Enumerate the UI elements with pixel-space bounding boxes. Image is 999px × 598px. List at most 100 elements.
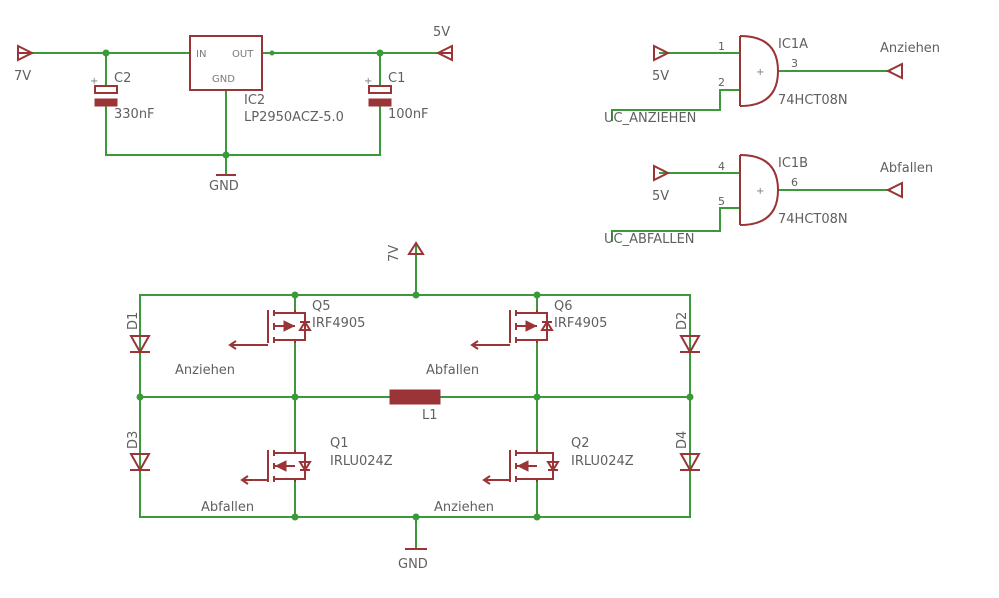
body-diode-icon [537, 452, 560, 480]
junction [269, 50, 275, 56]
gate-plus: + [756, 67, 764, 78]
gate-arrow-icon [470, 340, 486, 350]
body-diode-icon [295, 452, 312, 480]
supply-arrow-icon [17, 44, 35, 62]
svg-text:6: 6 [791, 176, 798, 189]
net-label-5v: 5V [652, 189, 669, 204]
body-diode-icon [295, 312, 312, 341]
gate-b-ref: IC1B [778, 156, 808, 171]
gate-plus: + [756, 186, 764, 197]
svg-text:D4: D4 [675, 431, 690, 449]
and-gate-ic1a: + 1 2 3 IC1A 74HCT08N 5V UC_ANZIEHEN Anz… [604, 35, 940, 126]
supply-arrow-icon [653, 164, 671, 182]
diode-d4: D4 [675, 431, 701, 473]
mosfet-q1: Q1 IRLU024Z Abfallen [201, 436, 393, 515]
net-label-anziehen: Anziehen [175, 363, 235, 378]
regulator-section: 7V 5V IN OUT GND IC2 LP2950ACZ-5.0 + C2 … [14, 25, 453, 194]
gate-arrow-icon [228, 340, 244, 350]
pin-label-out: OUT [232, 49, 254, 60]
diode-d1: D1 [126, 312, 151, 355]
junction [222, 151, 230, 159]
output-arrow-icon [885, 62, 903, 80]
regulator-part: LP2950ACZ-5.0 [244, 110, 344, 125]
supply-arrow-icon [435, 44, 453, 62]
polarity-plus: + [364, 76, 372, 87]
junction [376, 49, 384, 57]
junction [533, 291, 541, 299]
gate-arrow-icon [240, 475, 250, 485]
net-label-gnd: GND [209, 179, 239, 194]
body-diode-icon [537, 312, 554, 341]
net-label-5v: 5V [433, 25, 450, 40]
junction [291, 513, 299, 521]
junction [686, 393, 694, 401]
mosfet-q6-part: IRF4905 [554, 316, 607, 331]
net-label-7v: 7V [387, 245, 402, 262]
mosfet-icon [250, 450, 296, 482]
net-label-uc-anziehen: UC_ANZIEHEN [604, 111, 696, 126]
net-label-gnd: GND [398, 557, 428, 572]
capacitor-c1: + C1 100nF [364, 71, 429, 122]
mosfet-q1-part: IRLU024Z [330, 454, 393, 469]
capacitor-c1-ref: C1 [388, 71, 405, 86]
capacitor-c2-ref: C2 [114, 71, 131, 86]
capacitor-c2-value: 330nF [114, 107, 155, 122]
pin-label-in: IN [196, 49, 206, 60]
gate-a-ref: IC1A [778, 37, 808, 52]
polarity-plus: + [90, 76, 98, 87]
regulator-ic-body [189, 35, 263, 91]
net-label-abfallen: Abfallen [426, 363, 479, 378]
mosfet-q2-part: IRLU024Z [571, 454, 634, 469]
mosfet-q2: Q2 IRLU024Z Anziehen [434, 436, 634, 515]
diode-icon [129, 335, 151, 355]
diode-d3: D3 [126, 431, 151, 473]
svg-text:5: 5 [718, 195, 725, 208]
junction [412, 291, 420, 299]
net-label-anziehen: Anziehen [434, 500, 494, 515]
regulator-ref: IC2 [244, 93, 265, 108]
junction [533, 393, 541, 401]
junction [533, 513, 541, 521]
diode-d2: D2 [675, 312, 701, 355]
gate-a-part: 74HCT08N [778, 93, 848, 108]
output-arrow-icon [885, 181, 903, 199]
svg-text:2: 2 [718, 76, 725, 89]
svg-text:D1: D1 [126, 312, 141, 330]
gate-b-part: 74HCT08N [778, 212, 848, 227]
supply-arrow-icon [407, 241, 425, 255]
h-bridge-section: 7V GND L1 D1 D2 D3 D4 Q5 [126, 241, 701, 572]
and-gate-icon [739, 35, 780, 107]
net-label-7v: 7V [14, 69, 31, 84]
svg-text:D3: D3 [126, 431, 141, 449]
mosfet-q6: Q6 IRF4905 Abfallen [426, 299, 607, 378]
and-gate-icon [739, 154, 780, 226]
supply-arrow-icon [653, 44, 671, 62]
diode-icon [129, 453, 151, 473]
junction [136, 393, 144, 401]
net-label-abfallen: Abfallen [201, 500, 254, 515]
and-gate-ic1b: + 4 5 6 IC1B 74HCT08N 5V UC_ABFALLEN Abf… [604, 154, 933, 247]
capacitor-c2: + C2 330nF [90, 71, 155, 122]
junction [102, 49, 110, 57]
junction [412, 513, 420, 521]
mosfet-q5-part: IRF4905 [312, 316, 365, 331]
mosfet-q6-ref: Q6 [554, 299, 573, 314]
mosfet-q2-ref: Q2 [571, 436, 590, 451]
diode-icon [679, 335, 701, 355]
diode-icon [679, 453, 701, 473]
net-label-anziehen: Anziehen [880, 41, 940, 56]
gate-arrow-icon [482, 475, 492, 485]
mosfet-q1-ref: Q1 [330, 436, 349, 451]
net-label-5v: 5V [652, 69, 669, 84]
net-label-uc-abfallen: UC_ABFALLEN [604, 232, 695, 247]
mosfet-q5: Q5 IRF4905 Anziehen [175, 299, 365, 378]
pin-label-gnd: GND [212, 74, 235, 85]
net-label-abfallen: Abfallen [880, 161, 933, 176]
svg-text:3: 3 [791, 57, 798, 70]
svg-text:1: 1 [718, 40, 725, 53]
coil-ref: L1 [422, 408, 438, 423]
mosfet-q5-ref: Q5 [312, 299, 331, 314]
wire-gnd-bus [105, 105, 381, 156]
mosfet-icon [492, 450, 538, 482]
